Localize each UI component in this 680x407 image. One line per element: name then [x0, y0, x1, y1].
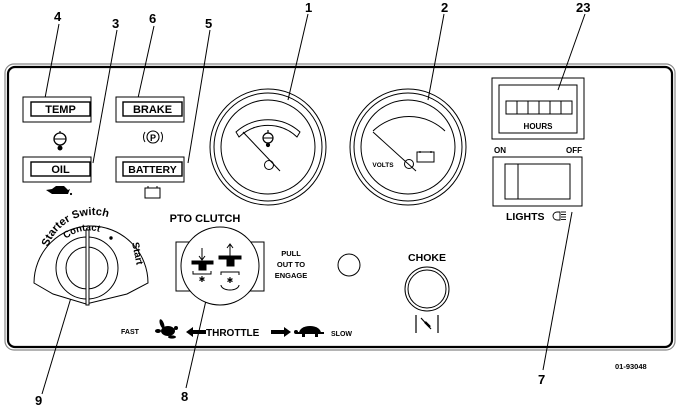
headlight-icon [552, 211, 566, 221]
callout-voltmeter: 2 [441, 0, 448, 15]
callout-pto: 8 [181, 389, 188, 404]
leader-battery [187, 29, 211, 164]
voltmeter-battery-icon [416, 151, 435, 163]
pto-instruction-line1: PULL [281, 249, 301, 258]
ignition-key-slot [85, 229, 90, 306]
oil-can-icon [46, 186, 73, 196]
oil-warning-light: OIL [22, 156, 92, 183]
gauge-temp-icon [262, 130, 274, 148]
leader-temp [44, 23, 60, 99]
voltmeter-gauge [349, 88, 467, 206]
throttle-fast-label: FAST [121, 329, 140, 336]
hour-meter-digit-cell [505, 100, 518, 115]
parking-brake-icon: P [143, 130, 163, 144]
figure-id: 01-93048 [615, 362, 647, 371]
choke-icon [415, 315, 439, 333]
battery-icon [144, 186, 161, 199]
leader-brake [137, 25, 155, 99]
hour-meter-digits [505, 100, 573, 115]
pto-clutch-knob[interactable] [175, 226, 265, 306]
oil-label: OIL [51, 164, 70, 176]
callout-ignition: 9 [35, 393, 42, 407]
hour-meter-digit-cell [527, 100, 540, 115]
start-label: Start [129, 241, 145, 266]
leader-gauge-1 [287, 13, 309, 101]
brake-warning-light: BRAKE [115, 96, 185, 123]
lights-on-label: ON [494, 146, 506, 155]
callout-lights: 7 [538, 372, 545, 387]
panel-frame [4, 63, 676, 351]
indicator-plug [337, 253, 361, 277]
throttle-arrow-left-icon [186, 327, 206, 337]
temp-label: TEMP [45, 104, 76, 116]
battery-label: BATTERY [128, 164, 176, 176]
throttle-arrow-right-icon [271, 327, 291, 337]
hour-meter-digit-cell [538, 100, 551, 115]
pto-instruction-line3: ENGAGE [275, 271, 308, 280]
ignition-switch[interactable] [33, 225, 149, 306]
brake-label: BRAKE [133, 104, 172, 116]
throttle-slow-label: SLOW [331, 331, 352, 338]
hour-meter-digit-cell [549, 100, 562, 115]
callout-gauge-1: 1 [305, 0, 312, 15]
callout-battery: 5 [205, 16, 212, 31]
callout-brake: 6 [149, 11, 156, 26]
pto-disengaged-icon: ✱ [191, 248, 214, 284]
callout-oil: 3 [112, 16, 119, 31]
choke-label: CHOKE [408, 252, 446, 264]
lights-off-label: OFF [566, 146, 582, 155]
pto-instruction-line2: OUT TO [277, 260, 305, 269]
leader-lines [41, 13, 586, 395]
turtle-icon [294, 326, 324, 337]
voltmeter-needle [372, 131, 417, 172]
hour-meter-digit-cell [516, 100, 529, 115]
brake-icon-glyph: P [150, 133, 156, 143]
leader-pto [185, 295, 208, 389]
lights-rocker-switch[interactable] [492, 156, 583, 207]
hour-meter [491, 77, 585, 140]
callout-hour-meter: 23 [576, 0, 590, 15]
contact-position-dot [109, 236, 113, 240]
battery-warning-light: BATTERY [115, 156, 185, 183]
callout-temp: 4 [54, 9, 62, 24]
leader-lights [542, 211, 573, 371]
choke-knob[interactable] [404, 266, 450, 312]
leader-hour-meter [557, 13, 586, 91]
hour-meter-digit-cell [560, 100, 573, 115]
temp-warning-light: TEMP [22, 96, 92, 123]
pto-clutch-title: PTO CLUTCH [170, 213, 241, 225]
leader-oil [92, 29, 118, 164]
leader-ignition [41, 290, 74, 395]
hours-label: HOURS [524, 122, 554, 131]
svg-text:✱: ✱ [227, 276, 234, 285]
temperature-gauge [209, 88, 327, 206]
lights-label: LIGHTS [506, 211, 545, 223]
rabbit-icon [155, 319, 178, 339]
temp-icon [53, 131, 67, 151]
svg-text:✱: ✱ [199, 275, 206, 284]
throttle-label: THROTTLE [206, 328, 260, 339]
leader-voltmeter [427, 13, 445, 101]
volts-label: VOLTS [372, 162, 394, 169]
pto-engaged-icon: ✱ [218, 243, 242, 291]
